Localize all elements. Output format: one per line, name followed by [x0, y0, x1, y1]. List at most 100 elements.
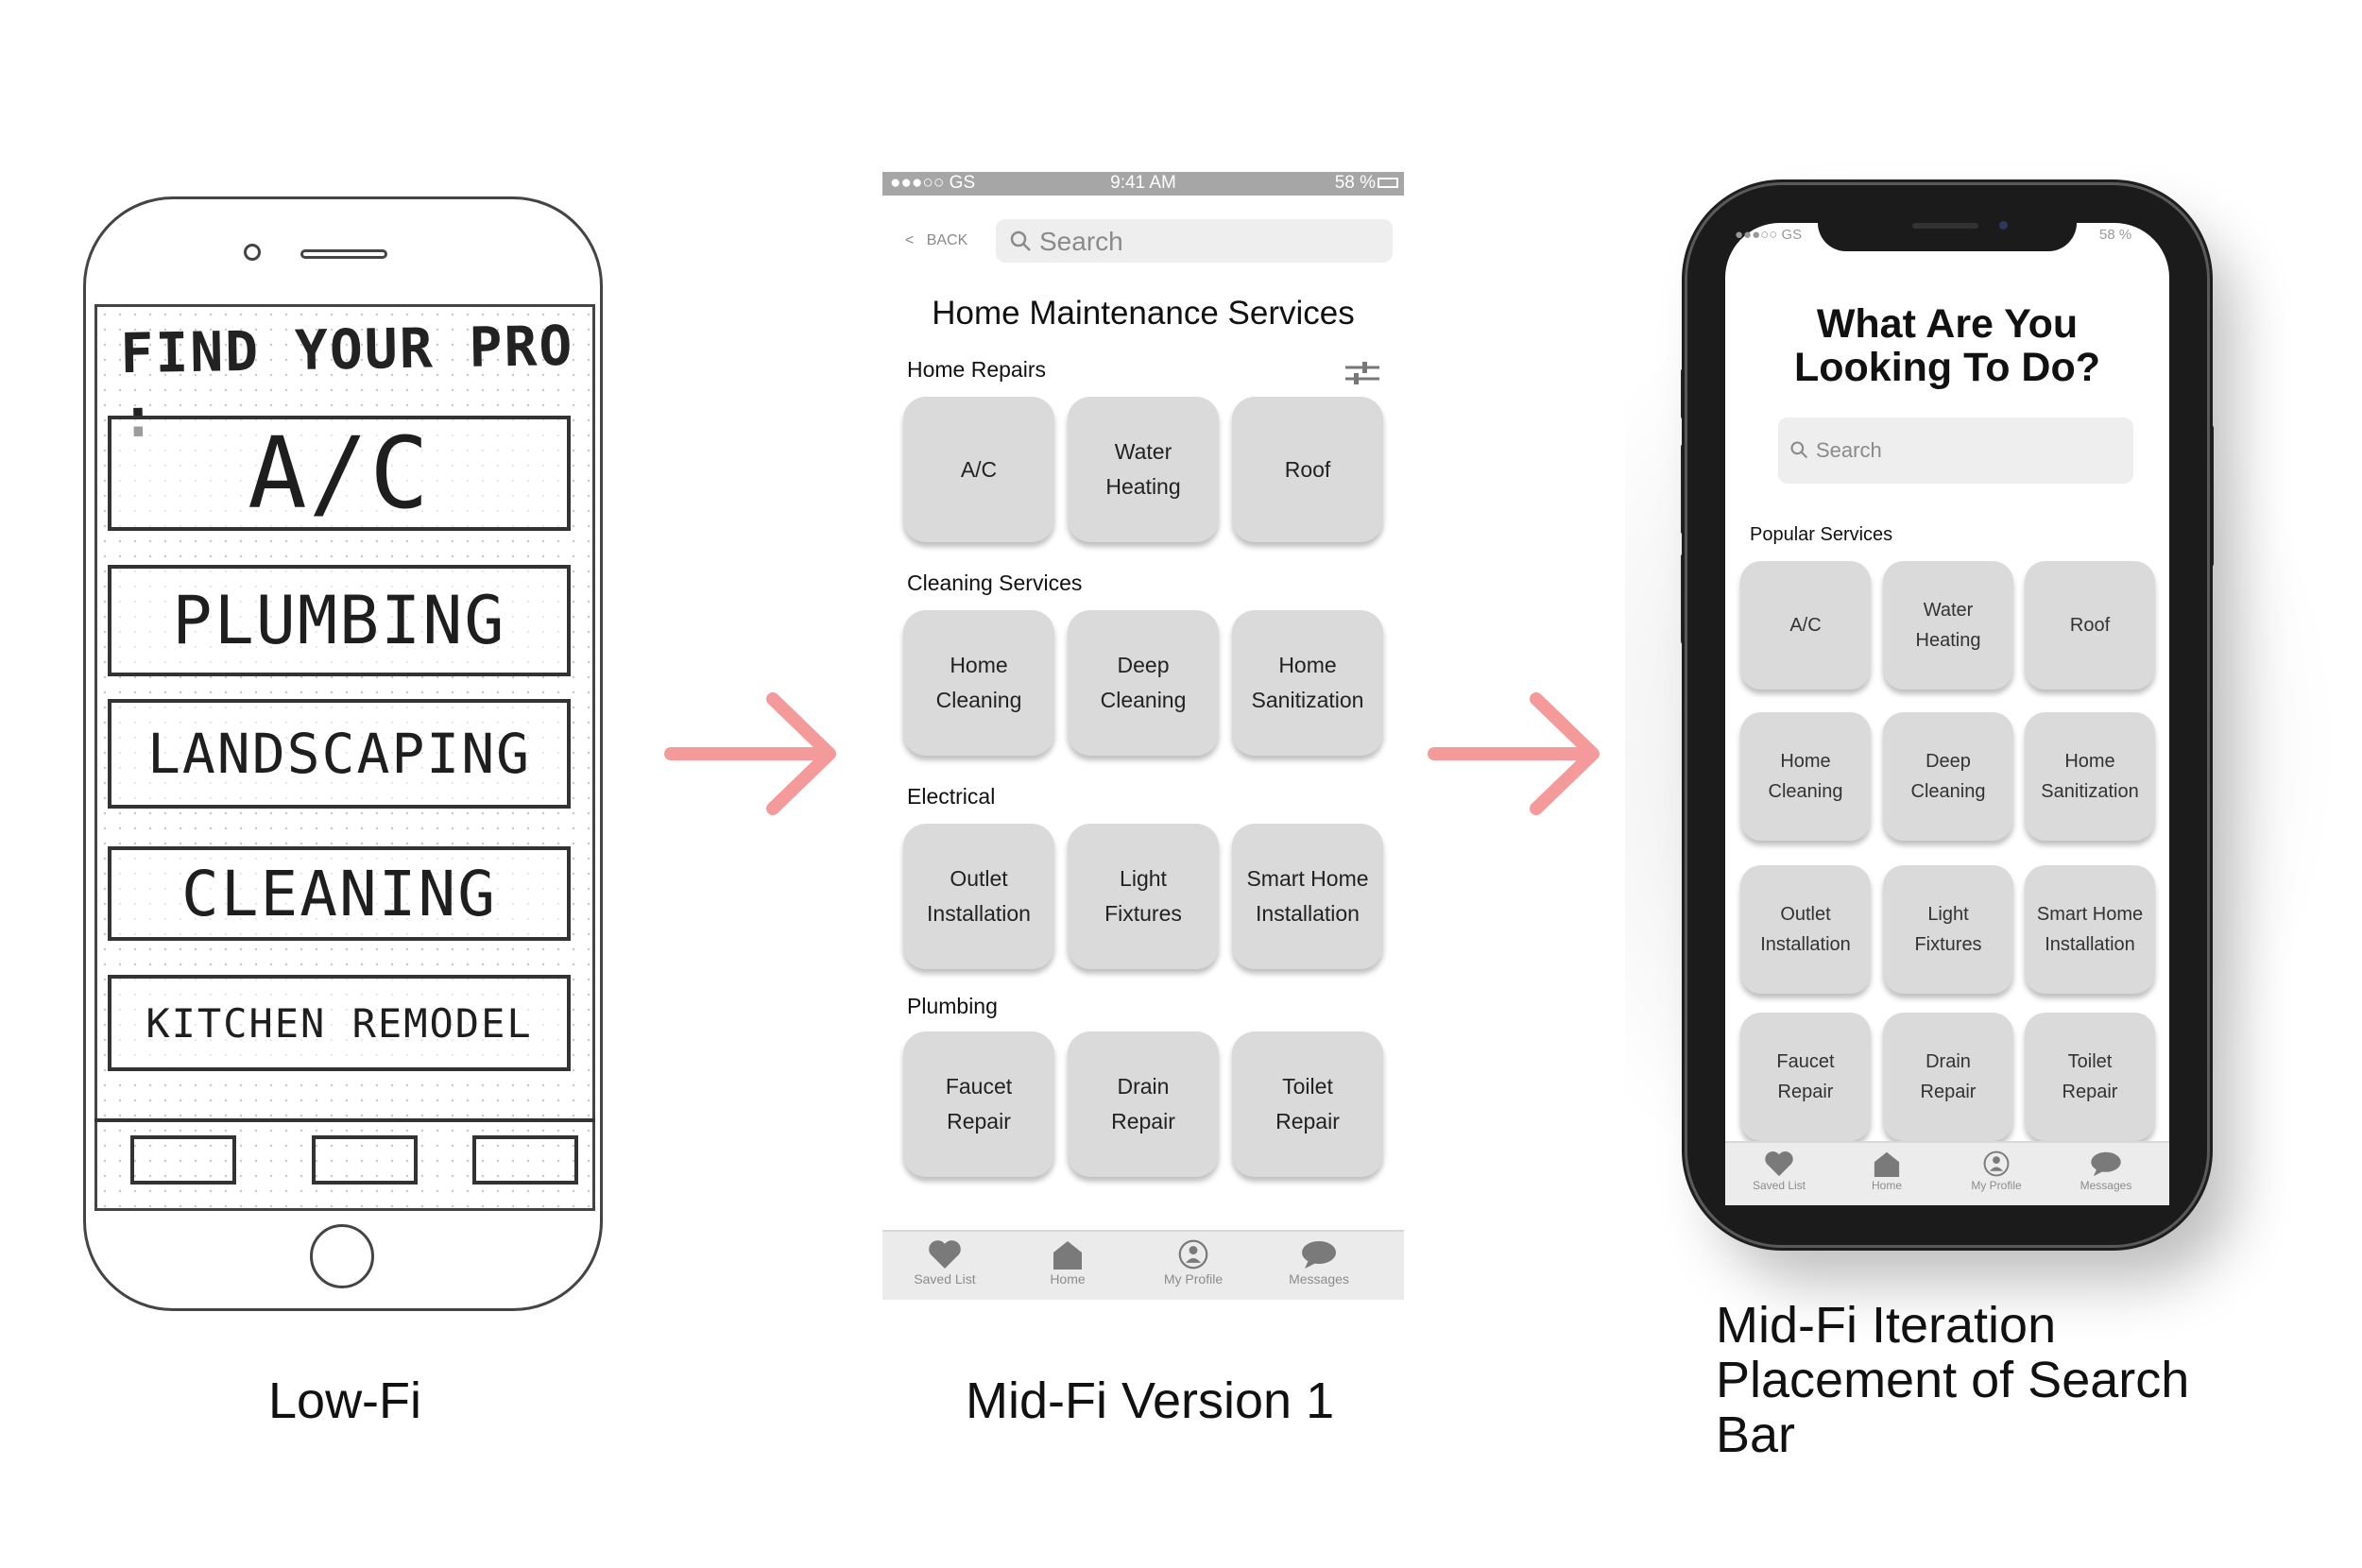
tile-deep-cleaning[interactable]: Deep Cleaning — [1068, 610, 1219, 756]
tile-water-heating[interactable]: Water Heating — [1068, 397, 1219, 542]
bottom-nav: Saved List Home My Profile Messages — [882, 1230, 1404, 1300]
nav-home[interactable]: Home — [1825, 1150, 1948, 1192]
search-icon — [1010, 230, 1031, 251]
message-icon — [2091, 1151, 2121, 1177]
tile-toilet-repair[interactable]: Toilet Repair — [1232, 1031, 1383, 1177]
message-icon — [1302, 1241, 1336, 1269]
lowfi-tab-2[interactable] — [312, 1135, 418, 1185]
tile-light-fixtures[interactable]: Light Fixtures — [1068, 824, 1219, 969]
nav-saved-list[interactable]: Saved List — [1718, 1150, 1840, 1192]
back-label: BACK — [926, 232, 968, 248]
tile-deep-cleaning[interactable]: Deep Cleaning — [1883, 712, 2013, 841]
lowfi-tab-3[interactable] — [472, 1135, 578, 1185]
lowfi-item-label: CLEANING — [181, 857, 497, 930]
tile-home-cleaning[interactable]: Home Cleaning — [903, 610, 1054, 756]
chevron-left-icon: < — [905, 232, 927, 248]
lowfi-item-cleaning[interactable]: CLEANING — [108, 846, 571, 941]
lowfi-caption: Low-Fi — [268, 1372, 422, 1429]
caption-line: Placement of Search — [1716, 1352, 2190, 1408]
heart-icon — [929, 1240, 961, 1269]
bottom-nav: Saved List Home My Profile Messages — [1725, 1141, 2169, 1205]
search-icon — [1790, 441, 1808, 459]
nav-saved-list[interactable]: Saved List — [883, 1239, 1006, 1287]
caption-line: Mid-Fi Iteration — [1716, 1297, 2057, 1354]
status-time: 9:41 AM — [1110, 173, 1176, 193]
house-icon — [1874, 1151, 1900, 1177]
nav-home[interactable]: Home — [1006, 1239, 1129, 1287]
nav-label: Messages — [2080, 1179, 2132, 1192]
notch-camera — [1999, 221, 2008, 230]
tile-home-cleaning[interactable]: Home Cleaning — [1740, 712, 1871, 841]
heart-icon — [1765, 1151, 1793, 1177]
tile-roof[interactable]: Roof — [2025, 561, 2155, 690]
nav-my-profile[interactable]: My Profile — [1132, 1239, 1255, 1287]
section-label-electrical: Electrical — [907, 784, 996, 809]
lowfi-item-plumbing[interactable]: PLUMBING — [108, 565, 571, 676]
midfi-v1-screen: ●●●○○ GS 9:41 AM 58 % < BACK Search Home… — [882, 172, 1404, 1300]
lowfi-phone-outline — [83, 196, 603, 1311]
lowfi-item-landscaping[interactable]: LANDSCAPING — [108, 699, 571, 809]
nav-label: Messages — [1289, 1271, 1349, 1287]
tile-home-sanitization[interactable]: Home Sanitization — [2025, 712, 2155, 841]
lowfi-item-label: A/C — [248, 416, 431, 531]
title-line: Looking To Do? — [1793, 345, 2100, 390]
midfi-iter-caption: Mid-Fi Iteration Placement of Search Bar — [1716, 1298, 2189, 1462]
nav-my-profile[interactable]: My Profile — [1935, 1150, 2058, 1192]
lowfi-item-ac[interactable]: A/C — [108, 416, 571, 531]
search-input[interactable]: Search — [996, 219, 1393, 263]
section-label-cleaning: Cleaning Services — [907, 571, 1083, 595]
notch-speaker — [1912, 223, 1978, 229]
phone-notch — [1818, 213, 2077, 251]
nav-label: My Profile — [1163, 1271, 1224, 1287]
volume-switch — [1681, 368, 1687, 419]
lowfi-item-kitchen-remodel[interactable]: KITCHEN REMODEL — [108, 975, 571, 1071]
section-label-popular: Popular Services — [1750, 524, 1893, 545]
search-placeholder: Search — [1816, 438, 1882, 462]
tile-home-sanitization[interactable]: Home Sanitization — [1232, 610, 1383, 756]
tile-toilet-repair[interactable]: Toilet Repair — [2025, 1013, 2155, 1141]
back-button[interactable]: < BACK — [905, 232, 967, 249]
lowfi-item-label: LANDSCAPING — [146, 722, 532, 786]
side-button — [2207, 425, 2214, 567]
nav-messages[interactable]: Messages — [1258, 1239, 1380, 1287]
midfi-v1-caption: Mid-Fi Version 1 — [966, 1372, 1335, 1429]
page-title: Home Maintenance Services — [932, 295, 1355, 332]
battery-icon — [1378, 178, 1398, 188]
tile-drain-repair[interactable]: Drain Repair — [1883, 1013, 2013, 1141]
tile-smart-home-installation[interactable]: Smart Home Installation — [2025, 865, 2155, 994]
nav-label: Saved List — [1752, 1179, 1806, 1192]
search-input[interactable]: Search — [1778, 418, 2133, 484]
lowfi-home-button — [310, 1224, 374, 1288]
caption-line: Bar — [1716, 1406, 1796, 1463]
volume-up-button — [1681, 444, 1687, 535]
arrow-right-icon — [664, 692, 836, 815]
lowfi-camera — [244, 244, 261, 261]
nav-messages[interactable]: Messages — [2045, 1150, 2167, 1192]
tile-faucet-repair[interactable]: Faucet Repair — [1740, 1013, 1871, 1141]
tile-smart-home-installation[interactable]: Smart Home Installation — [1232, 824, 1383, 969]
nav-label: Home — [1871, 1179, 1902, 1192]
section-label-home-repairs: Home Repairs — [907, 357, 1046, 382]
house-icon — [1053, 1241, 1082, 1270]
tile-water-heating[interactable]: Water Heating — [1883, 561, 2013, 690]
tile-drain-repair[interactable]: Drain Repair — [1068, 1031, 1219, 1177]
tile-outlet-installation[interactable]: Outlet Installation — [1740, 865, 1871, 994]
page-title: What Are You Looking To Do? — [1725, 302, 2169, 389]
tile-ac[interactable]: A/C — [1740, 561, 1871, 690]
lowfi-item-label: PLUMBING — [172, 582, 506, 659]
tile-faucet-repair[interactable]: Faucet Repair — [903, 1031, 1054, 1177]
battery-percent: 58 % — [1334, 173, 1376, 193]
nav-label: My Profile — [1971, 1179, 2022, 1192]
tile-ac[interactable]: A/C — [903, 397, 1054, 542]
lowfi-tabbar-divider — [94, 1118, 595, 1122]
nav-label: Saved List — [914, 1271, 976, 1287]
tile-light-fixtures[interactable]: Light Fixtures — [1883, 865, 2013, 994]
arrow-right-icon — [1428, 692, 1600, 815]
lowfi-tab-1[interactable] — [130, 1135, 236, 1185]
profile-icon — [1178, 1239, 1208, 1270]
filter-icon[interactable] — [1345, 361, 1379, 385]
tile-outlet-installation[interactable]: Outlet Installation — [903, 824, 1054, 969]
tile-roof[interactable]: Roof — [1232, 397, 1383, 542]
carrier-label: ●●●○○ GS — [890, 173, 976, 193]
volume-down-button — [1681, 554, 1687, 644]
